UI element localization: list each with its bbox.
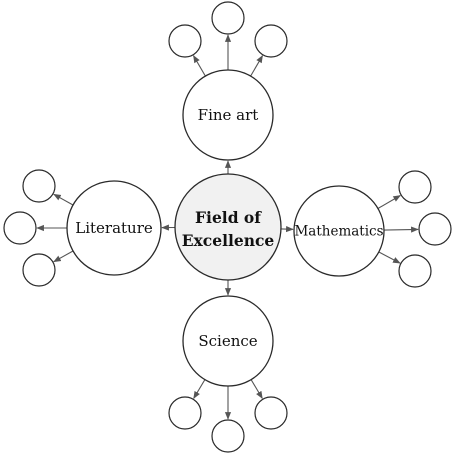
arrow-right-to-leaf-2	[383, 226, 419, 233]
arrow-left-to-leaf-3	[53, 250, 74, 263]
leaf-right-3	[398, 254, 432, 288]
branch-label-bottom: Science	[198, 332, 257, 350]
arrow-bottom-to-leaf-1	[193, 379, 206, 400]
leaf-top-3	[254, 24, 288, 58]
leaf-top-2	[211, 1, 245, 35]
leaf-left-1	[22, 169, 56, 203]
leaf-top-1	[168, 24, 202, 58]
leaf-bottom-2	[211, 419, 245, 453]
arrow-top-to-leaf-1	[193, 55, 206, 77]
branch-node-right: Mathematics	[293, 185, 385, 277]
branch-node-left: Literature	[66, 180, 162, 276]
arrow-right-to-leaf-1	[377, 195, 401, 209]
leaf-right-1	[398, 170, 432, 204]
arrow-left-to-leaf-1	[53, 193, 74, 206]
connector-arrows	[36, 34, 419, 420]
branch-node-top: Fine art	[182, 69, 274, 161]
branch-circle-right	[293, 185, 385, 277]
center-label-line1: Field of	[195, 208, 262, 227]
leaf-right-2	[418, 212, 452, 246]
leaf-left-3	[22, 253, 56, 287]
branch-circle-left	[66, 180, 162, 276]
arrow-top-to-leaf-3	[250, 55, 263, 77]
branch-label-left: Literature	[75, 219, 153, 237]
arrow-bottom-to-leaf-3	[250, 379, 263, 400]
branch-label-top: Fine art	[198, 106, 259, 124]
center-node: Field of Excellence	[174, 173, 282, 281]
leaf-bottom-1	[168, 396, 202, 430]
branch-node-bottom: Science	[182, 295, 274, 387]
leaf-bottom-3	[254, 396, 288, 430]
center-circle	[174, 173, 282, 281]
branch-circle-top	[182, 69, 274, 161]
arrow-right-to-leaf-3	[378, 251, 401, 264]
center-label-line2: Excellence	[182, 231, 275, 250]
branch-circle-bottom	[182, 295, 274, 387]
branch-label-right: Mathematics	[294, 224, 383, 240]
leaf-left-2	[3, 211, 37, 245]
